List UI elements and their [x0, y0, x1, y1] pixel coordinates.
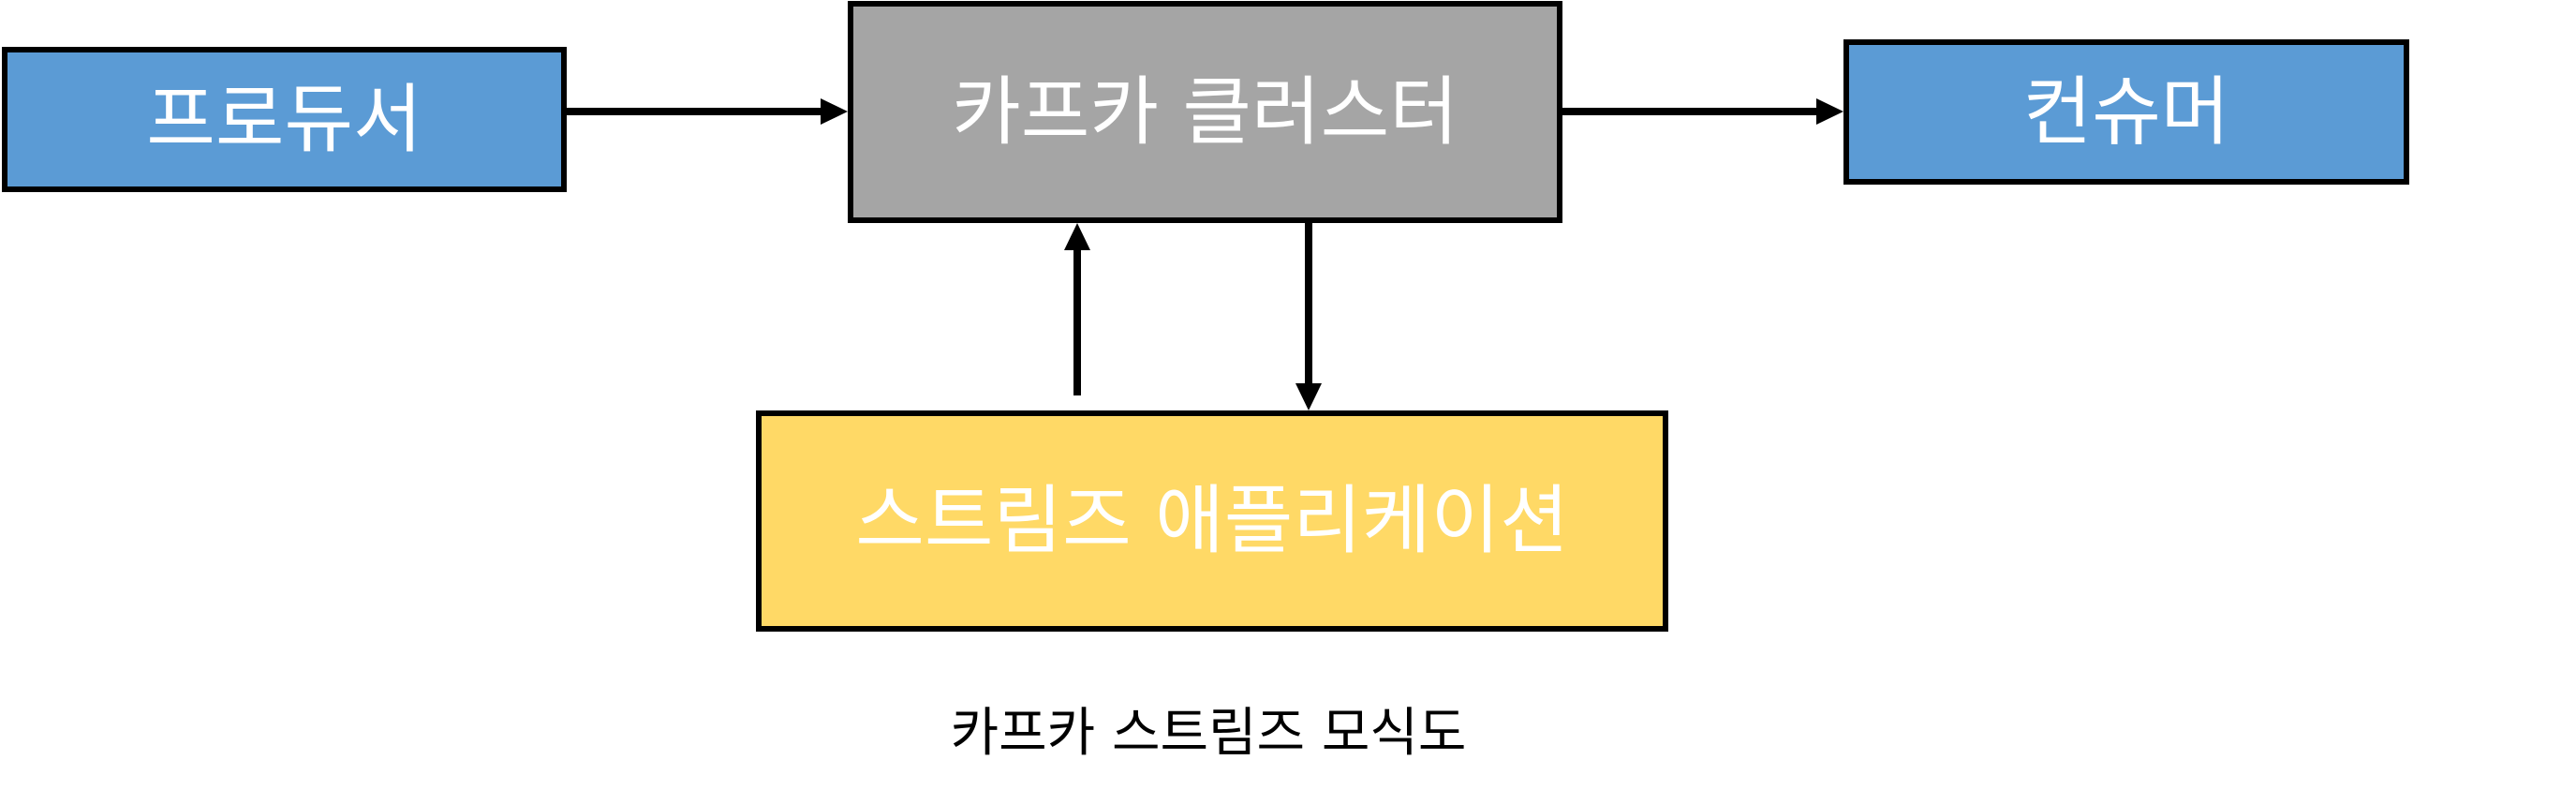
diagram-caption: 카프카 스트림즈 모식도 [950, 703, 1467, 764]
streams-application-node: 스트림즈 애플리케이션 [756, 410, 1668, 632]
streams-application-label: 스트림즈 애플리케이션 [855, 477, 1569, 564]
arrow-cluster-to-consumer [1562, 98, 1843, 125]
consumer-node: 컨슈머 [1843, 39, 2409, 185]
kafka-cluster-label: 카프카 클러스터 [952, 67, 1458, 156]
producer-node: 프로듀서 [2, 47, 567, 192]
arrow-cluster-to-streams [1295, 223, 1322, 410]
consumer-label: 컨슈머 [2022, 67, 2230, 156]
arrow-streams-to-cluster [1064, 223, 1090, 395]
arrow-producer-to-cluster [567, 98, 848, 125]
producer-label: 프로듀서 [146, 75, 422, 163]
kafka-cluster-node: 카프카 클러스터 [848, 1, 1562, 223]
